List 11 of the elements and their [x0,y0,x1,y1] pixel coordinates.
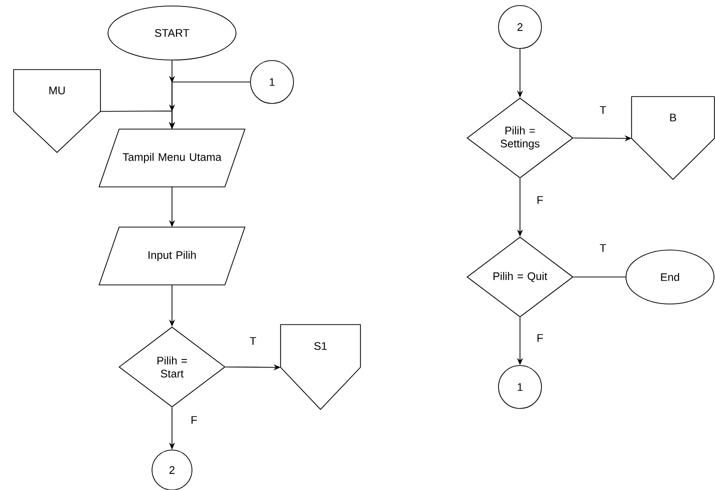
edge-label: T [598,105,608,115]
off-page-connector: B [631,96,715,180]
off-page-connector: S1 [280,324,361,410]
edge-label: F [536,333,544,343]
edge-label: F [536,195,544,205]
edge-label: T [248,336,258,346]
input-output-parallelogram: Tampil Menu Utama [98,128,246,188]
input-output-parallelogram: Input Pilih [98,226,246,286]
edge-label: F [190,415,198,425]
edge-label: T [598,243,608,253]
off-page-connector: MU [13,69,101,153]
